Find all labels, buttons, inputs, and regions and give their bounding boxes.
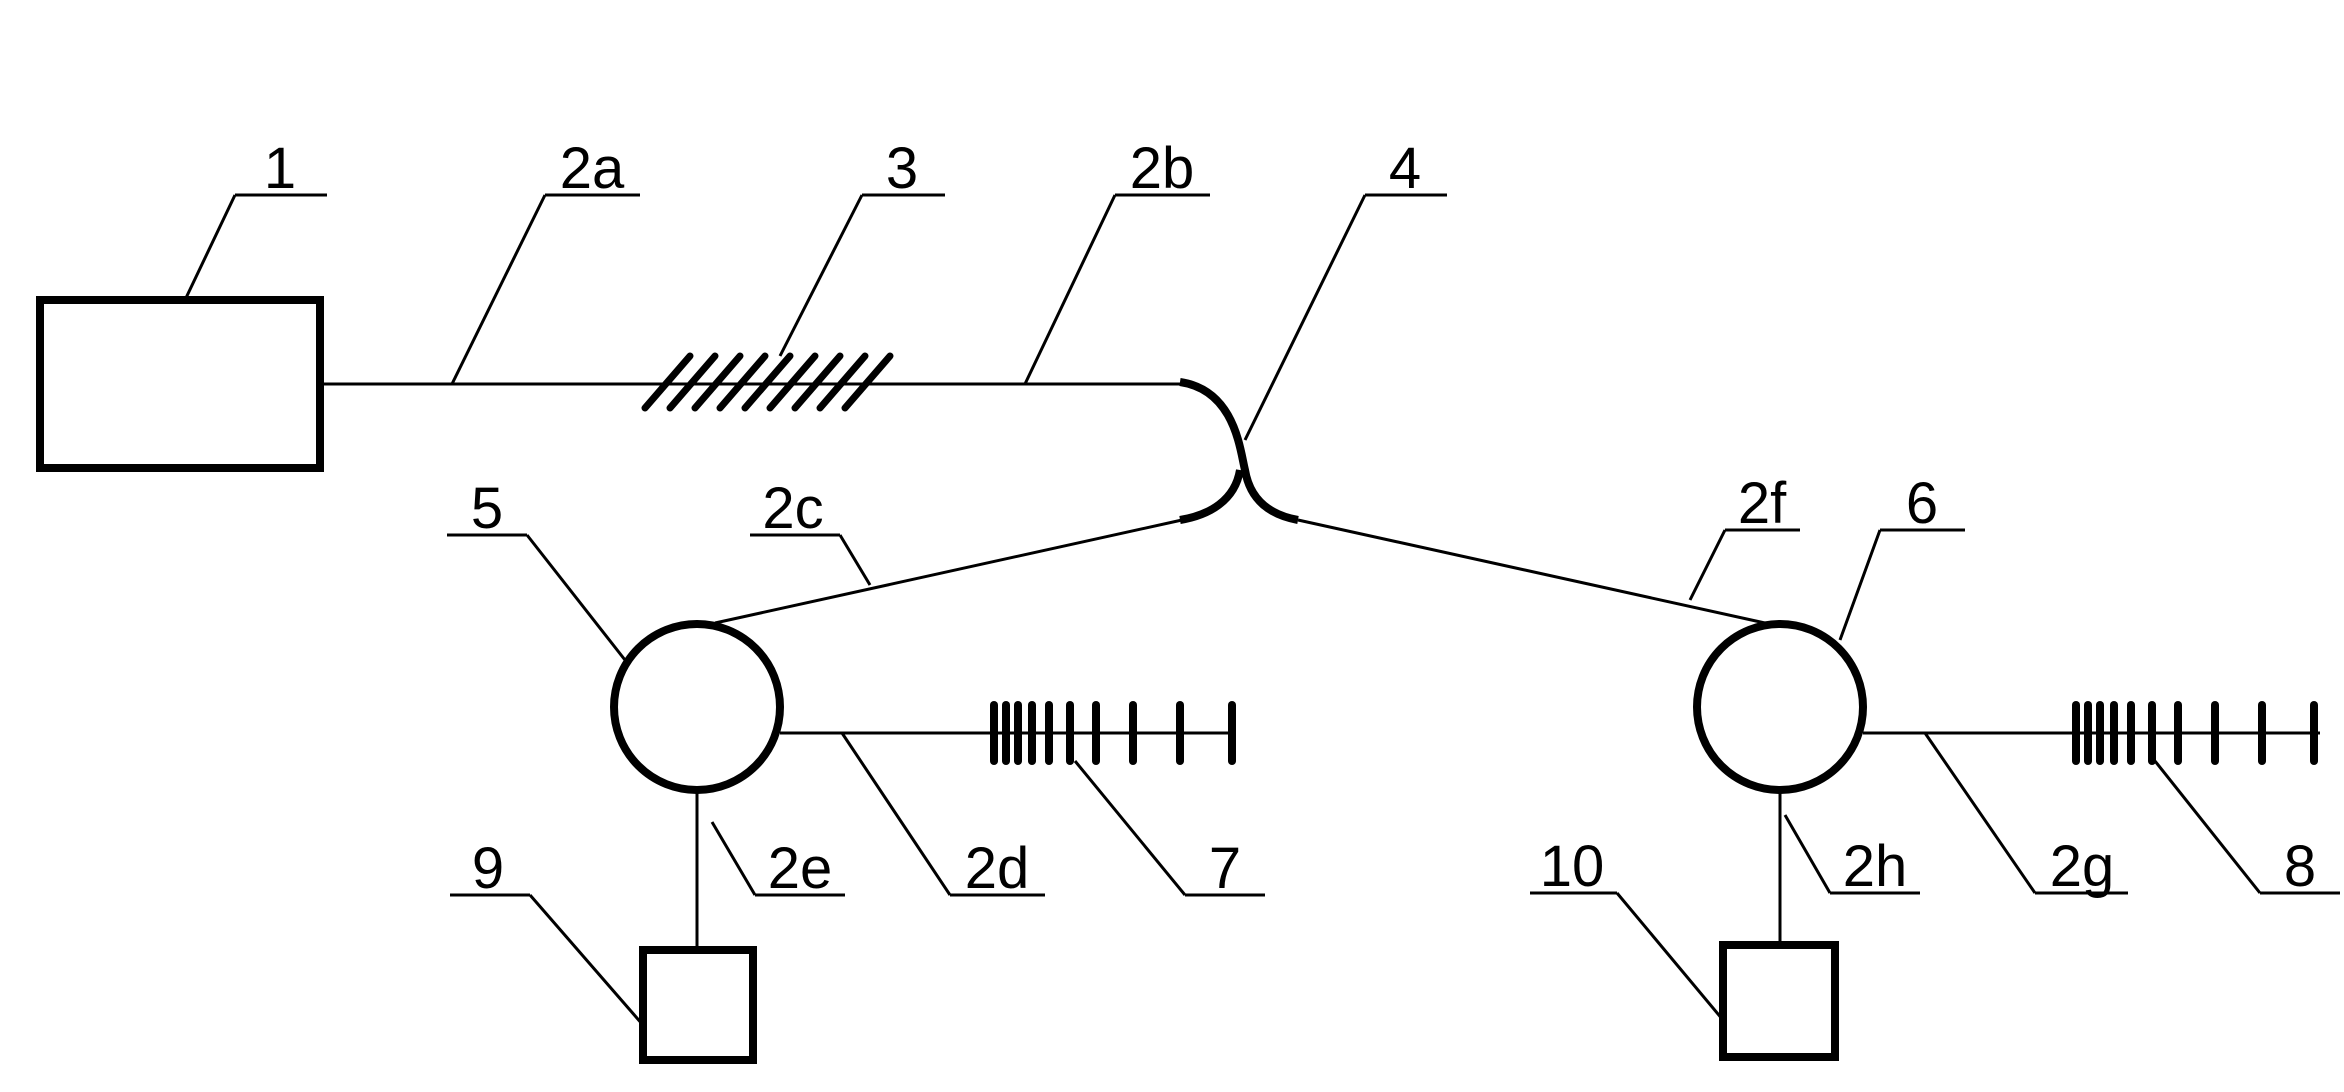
fiber-2f	[1297, 518, 1766, 625]
label-2c: 2c	[762, 476, 823, 541]
label-2g: 2g	[2050, 834, 2115, 899]
label-2h: 2h	[1843, 834, 1908, 899]
label-3: 3	[886, 136, 918, 201]
component-6-circulator	[1693, 620, 1867, 794]
leader-lines	[183, 193, 2340, 1026]
component-3-grating	[641, 352, 894, 412]
component-7-grating	[990, 701, 1236, 765]
label-9: 9	[472, 836, 504, 901]
label-7: 7	[1209, 836, 1241, 901]
component-10-detector	[1719, 941, 1839, 1061]
component-9-detector	[639, 946, 757, 1064]
fiber-2c	[714, 518, 1183, 625]
component-4-coupler	[1179, 378, 1299, 524]
label-1: 1	[264, 136, 296, 201]
label-2a: 2a	[560, 136, 625, 201]
label-10: 10	[1540, 834, 1605, 899]
label-6: 6	[1906, 471, 1938, 536]
component-8-grating	[2072, 701, 2318, 765]
label-2b: 2b	[1130, 136, 1195, 201]
label-5: 5	[471, 476, 503, 541]
component-1-box	[36, 296, 324, 472]
label-2e: 2e	[768, 836, 833, 901]
label-2f: 2f	[1738, 471, 1787, 536]
label-4: 4	[1389, 136, 1421, 201]
component-5-circulator	[610, 620, 784, 794]
label-2d: 2d	[965, 836, 1030, 901]
label-8: 8	[2284, 834, 2316, 899]
